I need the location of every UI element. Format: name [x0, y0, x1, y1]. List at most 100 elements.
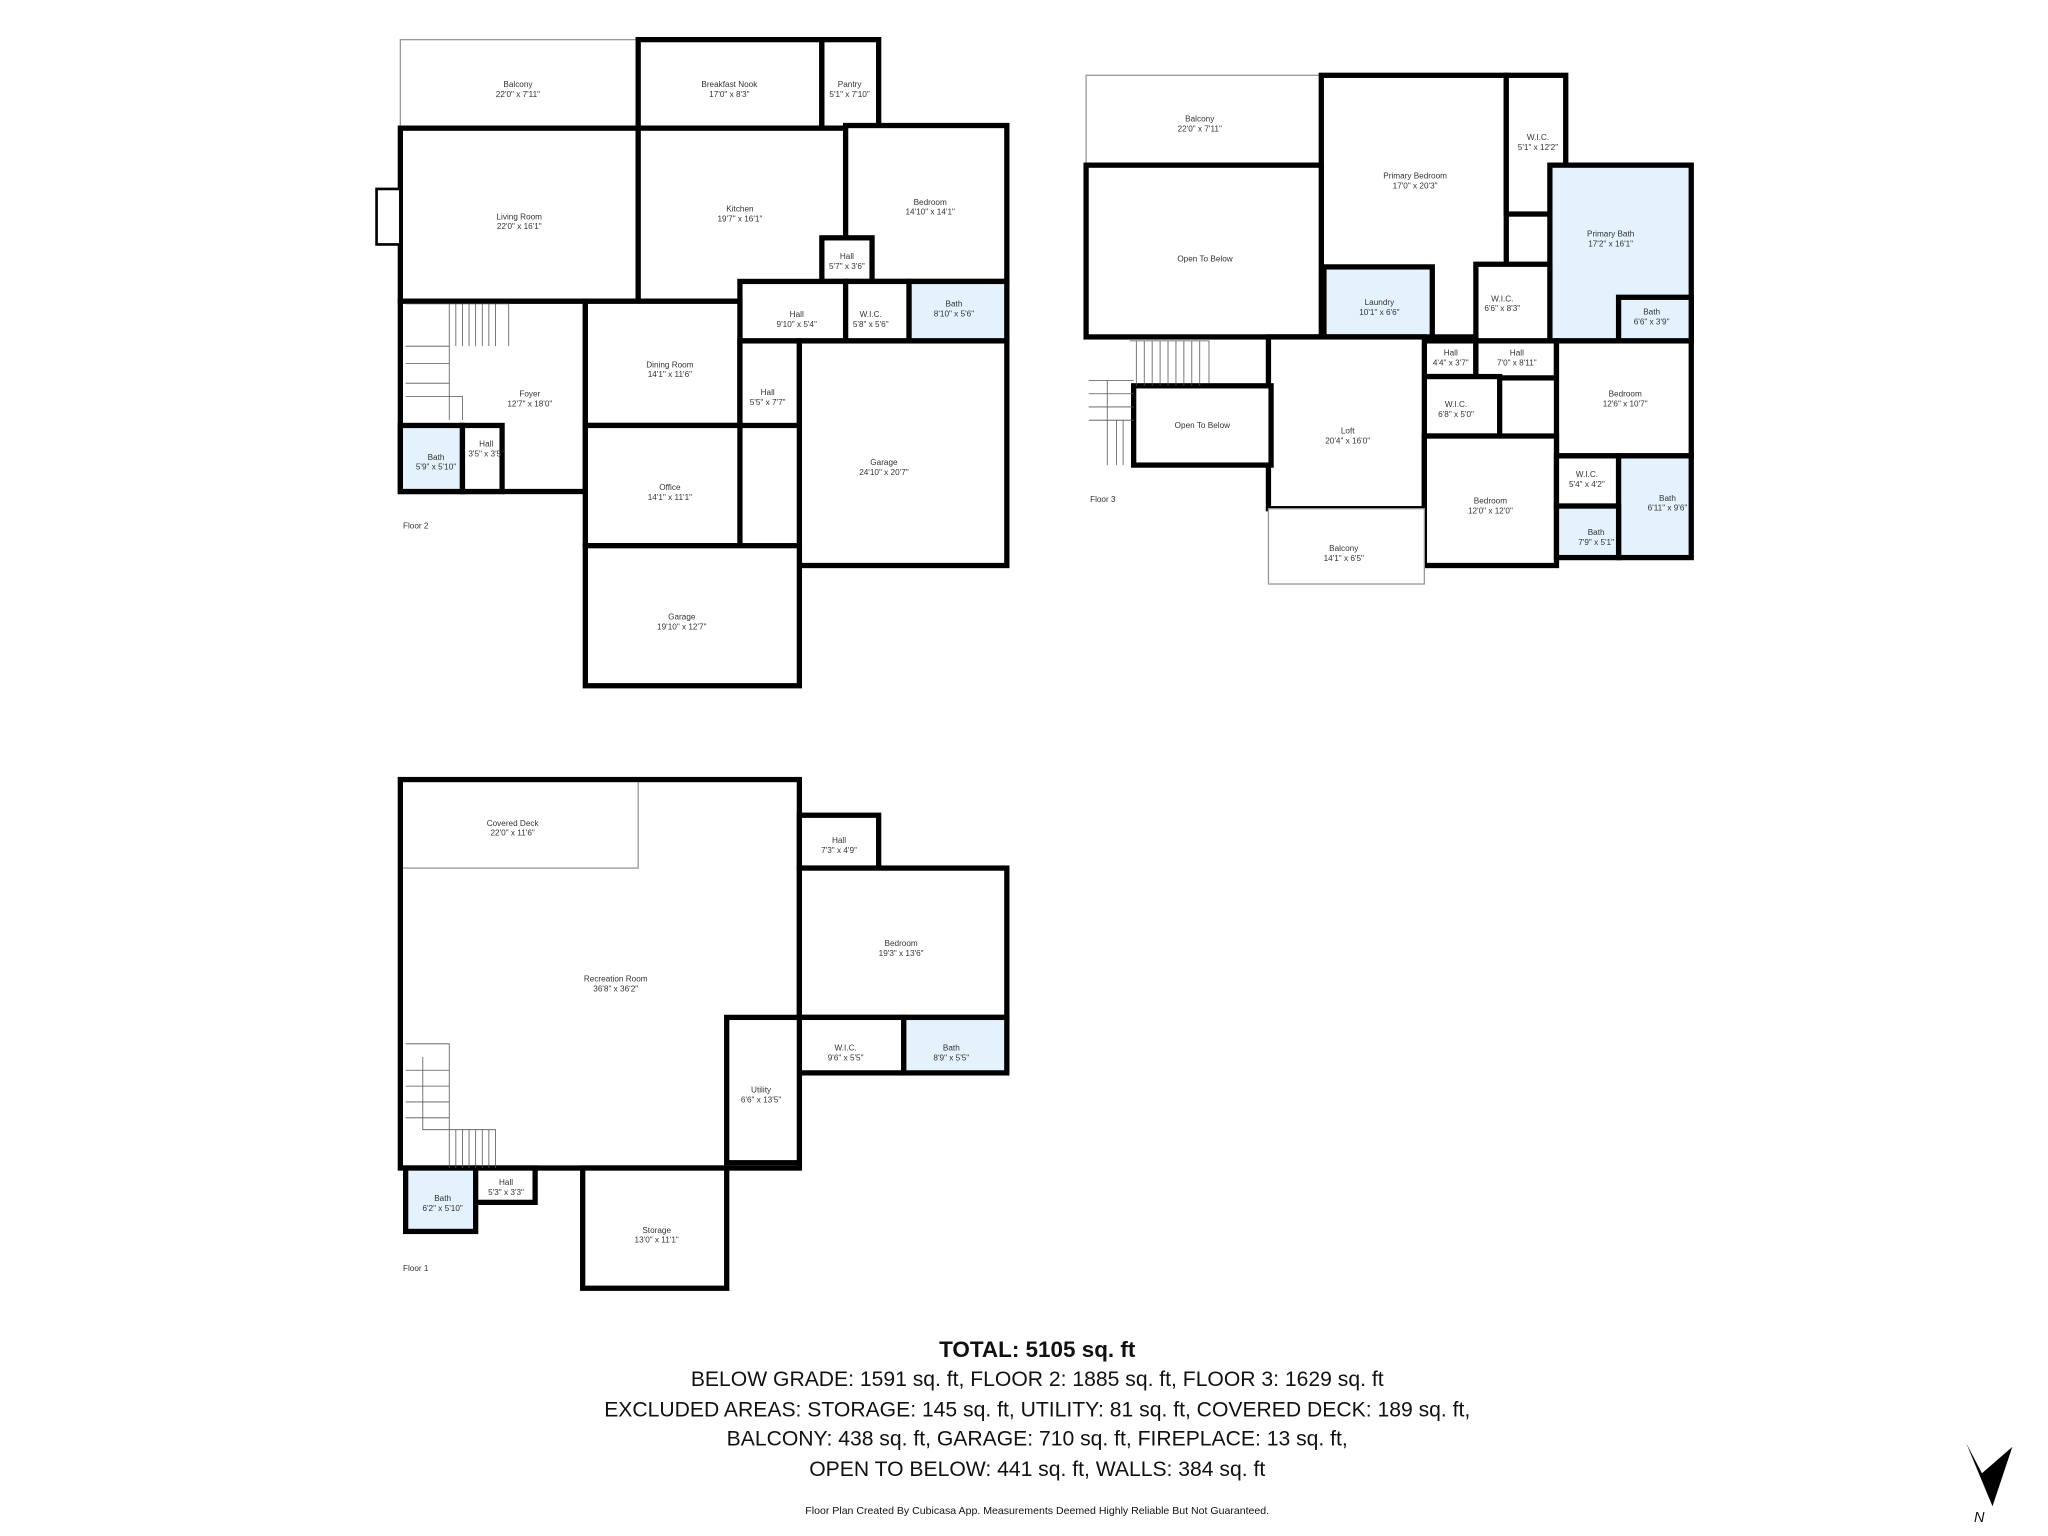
room-outline — [399, 778, 639, 869]
room-name: Storage — [642, 1226, 671, 1235]
room-outline — [1553, 503, 1622, 561]
room-dimensions: 12'6" x 10'7" — [1603, 399, 1648, 408]
room-outline — [737, 338, 803, 429]
room-name: W.I.C. — [860, 310, 882, 319]
room-dimensions: 6'11" x 9'6" — [1648, 504, 1688, 513]
room-dimensions: 7'0" x 8'11" — [1497, 358, 1537, 367]
room-name: Office — [659, 483, 681, 492]
floor-label: Floor 2 — [403, 522, 429, 531]
room-name: Balcony — [1185, 115, 1215, 124]
room-name: Balcony — [1329, 544, 1359, 553]
room-outline — [1473, 261, 1553, 344]
floor-label: Floor 1 — [403, 1264, 429, 1273]
north-arrow-icon — [1966, 1442, 2013, 1507]
room-dimensions: 12'7" x 18'0" — [507, 399, 552, 408]
room-outline — [1267, 508, 1426, 585]
room-outline — [796, 338, 1010, 569]
room-outline — [582, 298, 743, 429]
stairs-icon — [405, 303, 510, 421]
room-dimensions: 17'0" x 20'3" — [1393, 181, 1438, 190]
room-dimensions: 12'0" x 12'0" — [1468, 506, 1513, 515]
room-name: Open To Below — [1175, 421, 1230, 430]
room-name: Covered Deck — [487, 819, 540, 828]
room-outline — [1553, 338, 1694, 459]
room-dimensions: 8'9" x 5'5" — [933, 1053, 969, 1062]
room-name: Hall — [479, 440, 493, 449]
room-name: Garage — [668, 613, 696, 622]
north-label: N — [1974, 1510, 1985, 1526]
room-dimensions: 19'7" x 16'1" — [717, 214, 762, 223]
room-dimensions: 20'4" x 16'0" — [1325, 436, 1370, 445]
room-outline — [459, 422, 505, 495]
room-name: Pantry — [838, 80, 863, 89]
room-dimensions: 5'1" x 12'2" — [1518, 143, 1558, 152]
room-dimensions: 36'8" x 36'2" — [593, 985, 638, 994]
room-dimensions: 4'4" x 3'7" — [1433, 358, 1469, 367]
room-outline — [1083, 162, 1324, 340]
area-breakdown-line-4: OPEN TO BELOW: 441 sq. ft, WALLS: 384 sq… — [809, 1458, 1265, 1481]
room-outline — [724, 1014, 803, 1166]
room-dimensions: 5'9" x 5'10" — [416, 463, 456, 472]
room-outline — [1085, 74, 1322, 166]
room-name: Bedroom — [885, 939, 918, 948]
room-name: Hall — [761, 388, 775, 397]
room-dimensions: 19'10" x 12'7" — [657, 623, 707, 632]
room-name: Foyer — [519, 389, 540, 398]
room-dimensions: 22'0" x 7'11" — [1178, 124, 1222, 133]
room-name: Laundry — [1365, 298, 1395, 307]
room-outline — [901, 1014, 1010, 1076]
room-outline — [1615, 453, 1694, 561]
room-name: Living Room — [497, 212, 543, 221]
room-name: Kitchen — [726, 204, 754, 213]
room-name: Bath — [943, 1043, 960, 1052]
room-name: Hall — [832, 836, 846, 845]
area-breakdown-line-1: BELOW GRADE: 1591 sq. ft, FLOOR 2: 1885 … — [691, 1368, 1384, 1391]
room-dimensions: 9'10" x 5'4" — [777, 320, 817, 329]
room-dimensions: 6'8" x 5'0" — [1438, 410, 1474, 419]
room-dimensions: 22'0" x 16'1" — [497, 222, 542, 231]
room-name: Recreation Room — [584, 975, 648, 984]
room-name: Primary Bath — [1587, 230, 1635, 239]
room-outline — [1615, 294, 1694, 344]
room-name: Bedroom — [1474, 496, 1507, 505]
room-name: Bedroom — [1609, 389, 1642, 398]
room-outline — [1421, 433, 1560, 569]
room-outline — [582, 543, 803, 689]
room-dimensions: 17'0" x 8'3" — [709, 90, 749, 99]
room-dimensions: 3'5" x 3'5" — [468, 450, 504, 459]
room-dimensions: 10'1" x 6'6" — [1359, 308, 1399, 317]
room-name: Dining Room — [646, 360, 694, 369]
room-name: Hall — [840, 252, 854, 261]
room-name: Bedroom — [914, 198, 947, 207]
room-dimensions: 22'0" x 11'6" — [491, 829, 535, 838]
room-name: Utility — [751, 1086, 772, 1095]
room-name: W.I.C. — [834, 1043, 856, 1052]
room-name: Hall — [790, 310, 804, 319]
room-name: Bath — [1588, 528, 1605, 537]
room-name: Hall — [1444, 348, 1458, 357]
room-name: Bath — [434, 1194, 451, 1203]
room-outline — [796, 865, 1010, 1021]
area-breakdown-line-3: BALCONY: 438 sq. ft, GARAGE: 710 sq. ft,… — [727, 1427, 1348, 1450]
fireplace — [375, 187, 402, 246]
room-name: Bath — [428, 453, 445, 462]
room-dimensions: 14'1" x 11'6" — [648, 370, 692, 379]
room-dimensions: 9'6" x 5'5" — [828, 1053, 864, 1062]
room-dimensions: 5'1" x 7'10" — [829, 90, 869, 99]
area-breakdown-line-2: EXCLUDED AREAS: STORAGE: 145 sq. ft, UTI… — [604, 1398, 1470, 1421]
room-dimensions: 5'4" x 4'2" — [1569, 480, 1605, 489]
room-dimensions: 14'1" x 11'1" — [648, 493, 692, 502]
room-dimensions: 17'2" x 16'1" — [1588, 239, 1633, 248]
room-name: Primary Bedroom — [1383, 171, 1447, 180]
room-dimensions: 5'8" x 5'6" — [853, 320, 889, 329]
room-name: Bath — [946, 300, 963, 309]
room-dimensions: 14'1" x 6'5" — [1324, 554, 1364, 563]
room-name: Garage — [870, 458, 898, 467]
room-dimensions: 6'6" x 8'3" — [1484, 304, 1520, 313]
room-name: Hall — [1510, 348, 1524, 357]
room-dimensions: 8'10" x 5'6" — [934, 309, 974, 318]
